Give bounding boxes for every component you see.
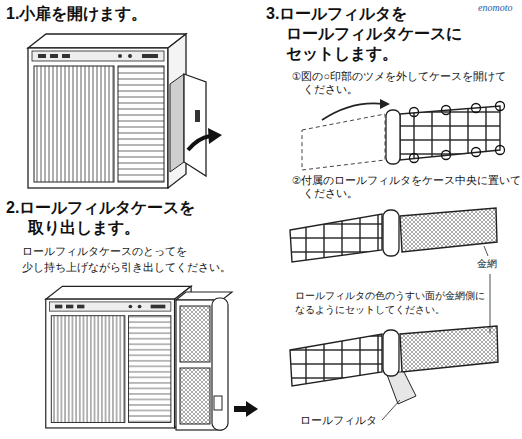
instruction-note: ①図の○印部のツメを外してケースを開けて ください。 bbox=[292, 70, 518, 96]
tab-marks bbox=[410, 102, 505, 163]
case-window bbox=[180, 368, 210, 424]
lid-dashed bbox=[302, 114, 385, 170]
case-window bbox=[180, 306, 210, 362]
leader-line bbox=[490, 274, 491, 333]
air-purifier bbox=[46, 286, 191, 428]
air-purifier bbox=[28, 34, 186, 188]
small-door bbox=[184, 74, 206, 176]
instruction-note: ロールフィルタケースのとってを 少し持ち上げながら引き出してください。 bbox=[22, 244, 237, 276]
instruction-note: ロールフィルタの色のうすい面が金網側に なるようにセットしてください。 bbox=[295, 289, 485, 317]
part-label: 金網 bbox=[477, 258, 497, 271]
roll-cylinder bbox=[383, 210, 399, 256]
case-frame bbox=[290, 334, 382, 386]
door-knob bbox=[195, 110, 200, 122]
wire-mesh bbox=[400, 208, 497, 252]
watermark: enomoto bbox=[478, 2, 512, 15]
roll-cylinder bbox=[383, 330, 399, 376]
wire-mesh bbox=[400, 326, 498, 372]
pull-arrow bbox=[234, 406, 246, 412]
leader-line bbox=[484, 246, 488, 256]
case-frame bbox=[290, 214, 382, 262]
part-label: ロールフィルタ bbox=[300, 414, 377, 427]
open-arrow bbox=[322, 103, 384, 120]
case-handle bbox=[214, 396, 222, 410]
roll-filter-sheet bbox=[386, 372, 416, 404]
instruction-note: ②付属のロールフィルタをケース中央に置いて ください。 bbox=[292, 174, 518, 200]
step-heading: 3.ロールフィルタを ロールフィルタケースに セットします。 bbox=[266, 4, 506, 64]
open-arrow bbox=[188, 136, 210, 150]
case-frame bbox=[400, 106, 500, 160]
door-opening bbox=[170, 74, 184, 172]
step-heading: 1.小扉を開けます。 bbox=[6, 4, 147, 24]
leader-line bbox=[382, 400, 400, 420]
step-heading: 2.ロールフィルタケースを 取り出します。 bbox=[6, 198, 228, 238]
arrow-head bbox=[246, 401, 258, 417]
roll-cylinder bbox=[212, 298, 228, 430]
arrow-head bbox=[380, 99, 390, 109]
arrow-head bbox=[208, 128, 222, 144]
roll-cylinder bbox=[386, 110, 400, 164]
